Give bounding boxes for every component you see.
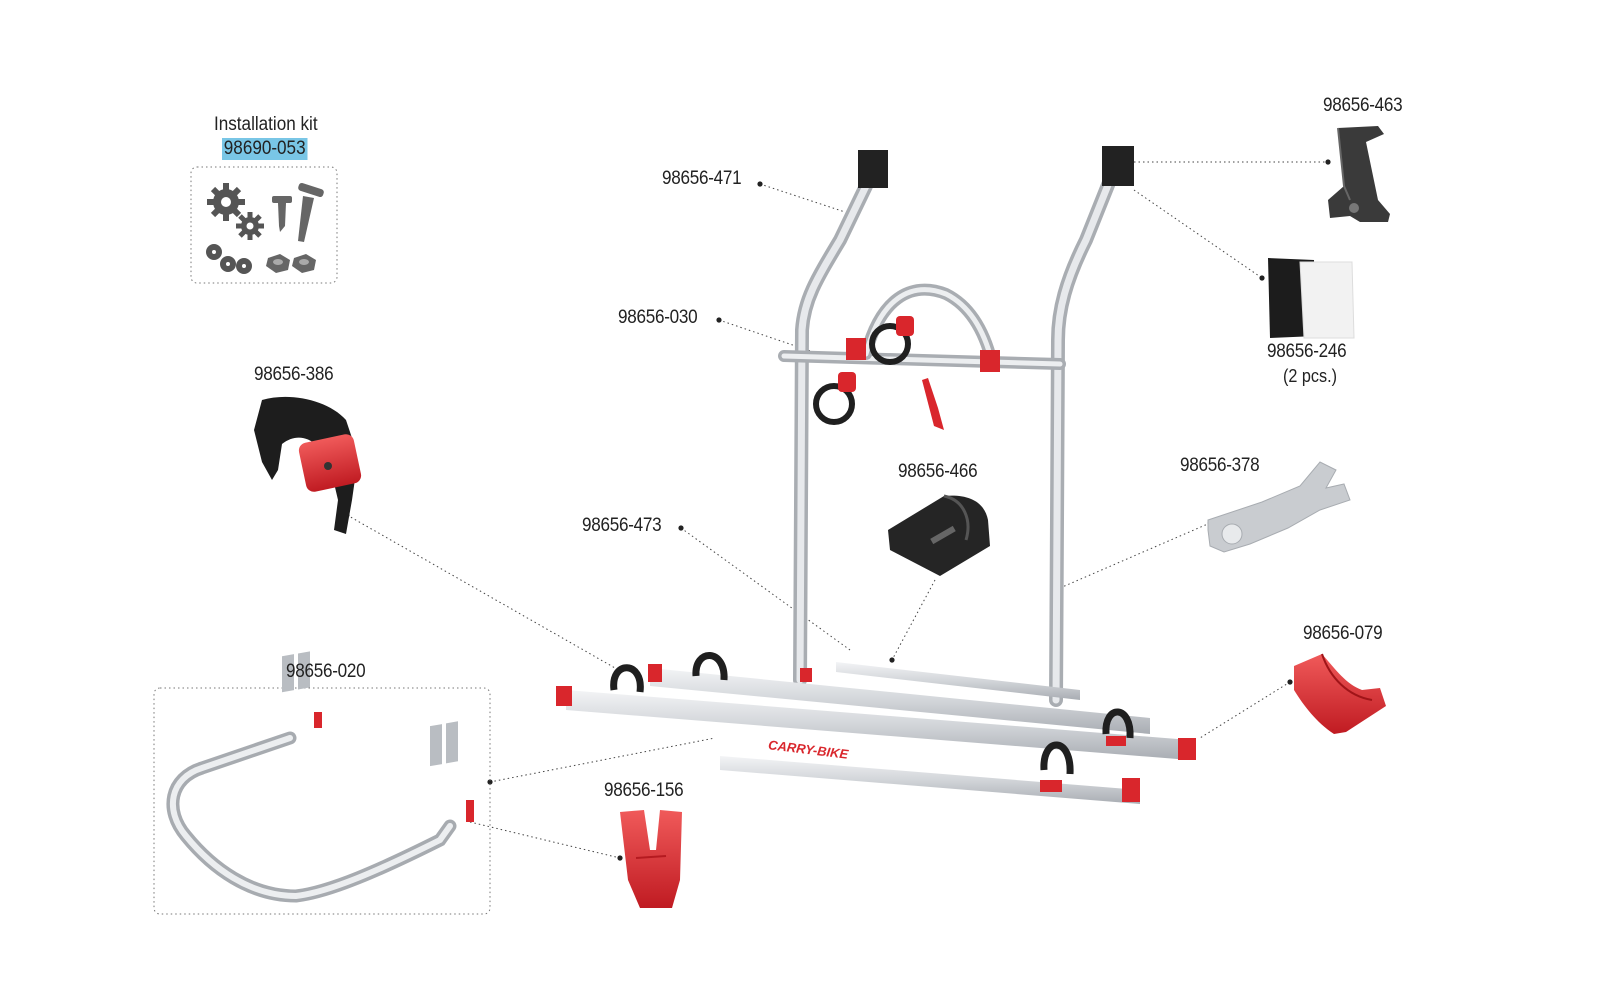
part-label-98656-463: 98656-463 [1323, 95, 1403, 116]
chain-link-icon [206, 244, 252, 274]
part-label-98656-079: 98656-079 [1303, 623, 1383, 644]
part-98656-246-pads [1268, 258, 1355, 339]
part-label-98656-246: 98656-246 [1267, 341, 1347, 362]
part-label-98656-020: 98656-020 [286, 661, 366, 682]
part-98656-378-clamp [1207, 461, 1351, 553]
part-98656-020-frame-box [153, 651, 491, 915]
part-label-98656-156: 98656-156 [604, 780, 684, 801]
main-bike-rack [556, 146, 1196, 804]
part-label-98656-030: 98656-030 [618, 307, 698, 328]
installation-kit-title: Installation kit [214, 114, 318, 135]
rack-arm-holders [813, 316, 1000, 430]
part-98656-079-cradle [1294, 653, 1386, 734]
installation-kit-box [190, 166, 338, 284]
part-label-98656-466: 98656-466 [898, 461, 978, 482]
part-note-98656-246: (2 pcs.) [1283, 366, 1338, 386]
nut-icon [266, 254, 316, 273]
part-label-98656-471: 98656-471 [662, 168, 742, 189]
screw-icon [272, 182, 324, 242]
part-98656-463-bracket [1328, 126, 1390, 222]
part-label-98656-386: 98656-386 [254, 364, 334, 385]
part-98656-466-cradle [888, 494, 990, 576]
part-98656-386-strap [254, 396, 362, 534]
gear-icon [207, 183, 264, 240]
installation-kit-code: 98690-053 [222, 138, 308, 160]
leader-lines [346, 161, 1328, 859]
part-98656-156-clamp [620, 810, 682, 908]
part-label-98656-473: 98656-473 [582, 515, 662, 536]
part-label-98656-378: 98656-378 [1180, 455, 1260, 476]
